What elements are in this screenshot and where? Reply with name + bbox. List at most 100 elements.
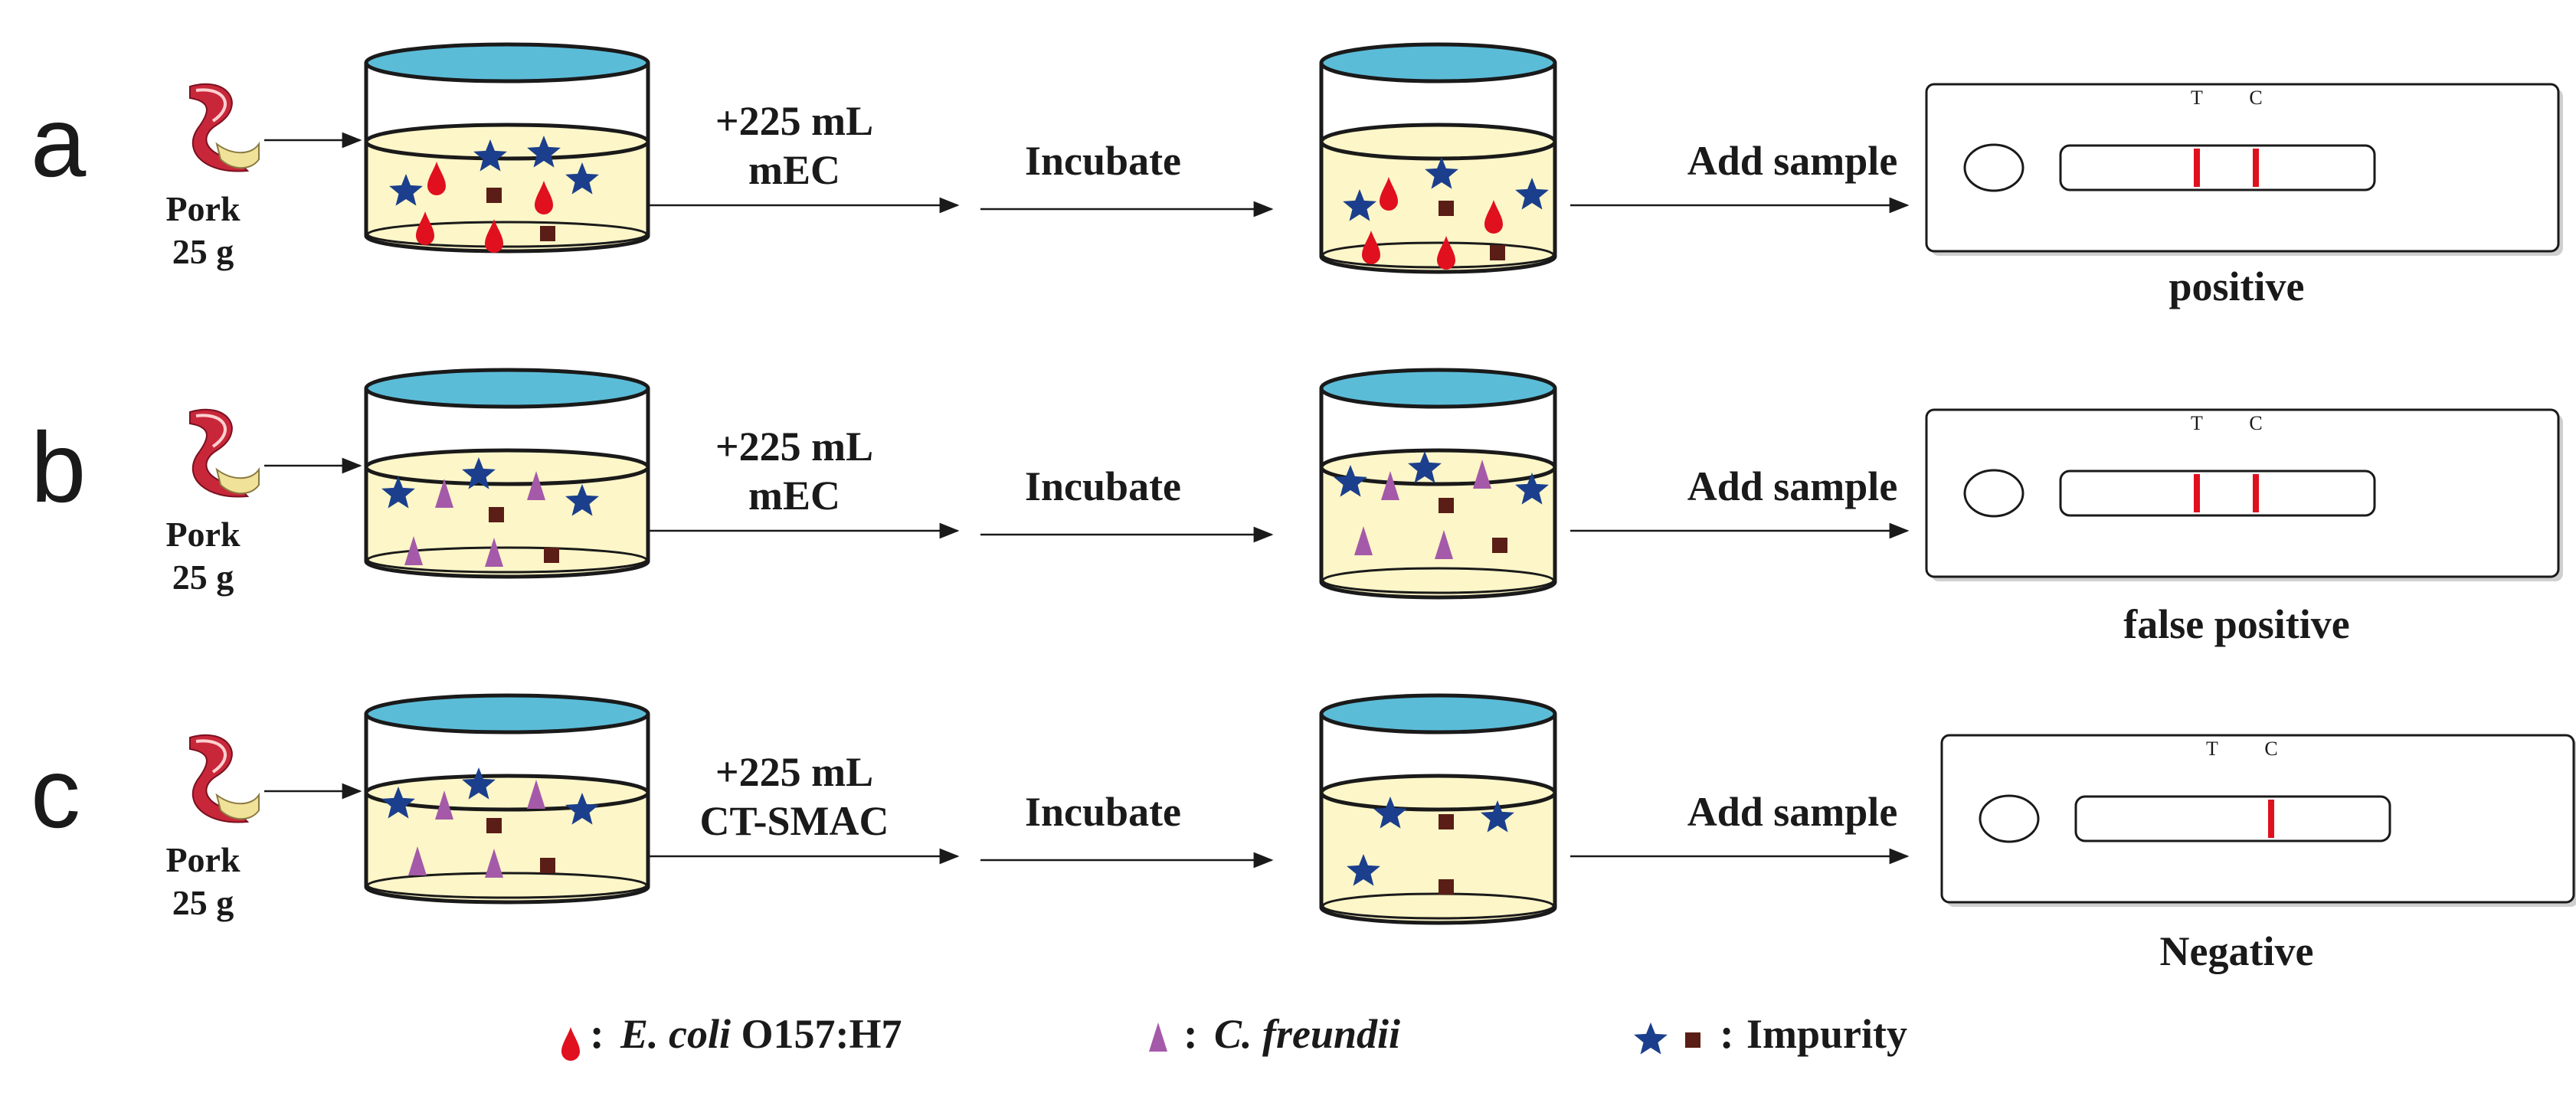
control-line-label: C bbox=[2264, 738, 2277, 760]
cfreundii-triangle-icon bbox=[485, 849, 503, 878]
impurity-star-icon bbox=[1347, 854, 1380, 886]
add-sample-label: Add sample bbox=[1687, 789, 1898, 835]
pork-marbling bbox=[195, 88, 227, 123]
beaker-bottom bbox=[364, 561, 650, 579]
impurity-square-icon bbox=[540, 858, 555, 873]
beaker-incubated bbox=[1319, 368, 1557, 600]
beaker-liquid-surface bbox=[364, 448, 650, 486]
ecoli-drop-icon bbox=[427, 162, 446, 195]
beaker-bottom bbox=[364, 886, 650, 905]
beaker-inner-bottom bbox=[1321, 241, 1555, 269]
reagent-amount: +225 mL bbox=[715, 424, 873, 469]
beaker-incubated bbox=[1319, 693, 1557, 925]
cfreundii-triangle-icon bbox=[1473, 460, 1491, 489]
beaker-lid bbox=[364, 42, 650, 83]
beaker-initial bbox=[364, 693, 650, 905]
legend-ecoli-label: E. coli O157:H7 bbox=[620, 1011, 902, 1057]
impurity-square-icon bbox=[1685, 1032, 1700, 1048]
beaker-lid bbox=[364, 368, 650, 409]
legend-separator: : bbox=[1183, 1010, 1198, 1058]
beaker-inner-bottom bbox=[366, 546, 648, 574]
pork-icon bbox=[189, 408, 260, 498]
pork-weight: 25 g bbox=[172, 558, 234, 597]
impurity-star-icon bbox=[1634, 1022, 1668, 1055]
impurity-star-icon bbox=[381, 787, 415, 819]
beaker-liquid-surface bbox=[364, 774, 650, 812]
control-line bbox=[2253, 474, 2259, 512]
impurity-star-icon bbox=[565, 162, 599, 195]
pork-marbling bbox=[195, 739, 227, 774]
impurity-square-icon bbox=[1492, 538, 1507, 553]
test-line-label: T bbox=[2206, 738, 2218, 760]
result-label: false positive bbox=[2123, 601, 2349, 647]
test-line-label: T bbox=[2191, 87, 2203, 109]
legend-separator: : bbox=[590, 1010, 604, 1058]
ecoli-drop-icon bbox=[561, 1027, 580, 1061]
test-line bbox=[2194, 149, 2200, 187]
beaker-bottom bbox=[1319, 581, 1557, 600]
pork-weight: 25 g bbox=[172, 232, 234, 271]
impurity-star-icon bbox=[1334, 465, 1367, 497]
cfreundii-triangle-icon bbox=[527, 780, 545, 809]
beaker-bottom bbox=[1319, 907, 1557, 925]
impurity-star-icon bbox=[381, 476, 415, 509]
reagent-medium: mEC bbox=[748, 473, 840, 519]
reagent-medium: CT-SMAC bbox=[699, 798, 889, 844]
beaker-lid bbox=[1319, 693, 1557, 734]
ecoli-drop-icon bbox=[485, 219, 503, 253]
result-window bbox=[2074, 795, 2391, 842]
control-line bbox=[2253, 149, 2259, 187]
beaker-liquid-surface bbox=[1319, 448, 1557, 486]
beaker-bottom bbox=[364, 235, 650, 254]
beaker-liquid bbox=[1321, 793, 1555, 923]
legend-ecoli-species: E. coli bbox=[620, 1011, 731, 1057]
impurity-star-icon bbox=[565, 793, 599, 825]
beaker-initial bbox=[364, 368, 650, 579]
cfreundii-triangle-icon bbox=[435, 479, 453, 508]
beaker-lid bbox=[1319, 42, 1557, 83]
control-line-label: C bbox=[2249, 87, 2262, 109]
incubate-label: Incubate bbox=[1025, 789, 1181, 835]
impurity-star-icon bbox=[1515, 178, 1549, 210]
ecoli-drop-icon bbox=[535, 181, 553, 214]
impurity-square-icon bbox=[489, 507, 504, 522]
impurity-square-icon bbox=[1439, 498, 1454, 513]
impurity-star-icon bbox=[565, 484, 599, 516]
cfreundii-triangle-icon bbox=[527, 471, 545, 500]
impurity-star-icon bbox=[462, 767, 496, 800]
beaker-inner-bottom bbox=[366, 872, 648, 899]
row-letter: b bbox=[31, 411, 86, 523]
result-window bbox=[2059, 144, 2376, 191]
result-label: Negative bbox=[2160, 928, 2314, 974]
legend-separator: : bbox=[1720, 1010, 1734, 1058]
beaker-liquid-surface bbox=[1319, 774, 1557, 812]
cfreundii-triangle-icon bbox=[1381, 471, 1399, 500]
pork-fat bbox=[215, 792, 260, 820]
pork-label: Pork bbox=[165, 840, 241, 879]
impurity-star-icon bbox=[1408, 451, 1442, 483]
beaker-lid bbox=[364, 693, 650, 734]
impurity-star-icon bbox=[1481, 800, 1514, 833]
beaker-bottom bbox=[1319, 256, 1557, 274]
cfreundii-triangle-icon bbox=[1435, 530, 1453, 559]
ecoli-drop-icon bbox=[1380, 177, 1398, 211]
beaker-incubated bbox=[1319, 42, 1557, 274]
pork-marbling bbox=[195, 414, 227, 448]
impurity-square-icon bbox=[1439, 201, 1454, 216]
reagent-amount: +225 mL bbox=[715, 749, 873, 795]
beaker-liquid bbox=[1321, 467, 1555, 597]
sample-well bbox=[1979, 794, 2040, 843]
impurity-star-icon bbox=[1373, 797, 1407, 829]
pork-weight: 25 g bbox=[172, 883, 234, 922]
beaker-lid bbox=[1319, 368, 1557, 409]
control-line bbox=[2268, 800, 2274, 838]
control-line-label: C bbox=[2249, 412, 2262, 434]
test-line-label: T bbox=[2191, 412, 2203, 434]
impurity-square-icon bbox=[486, 818, 502, 833]
impurity-star-icon bbox=[1515, 473, 1549, 505]
